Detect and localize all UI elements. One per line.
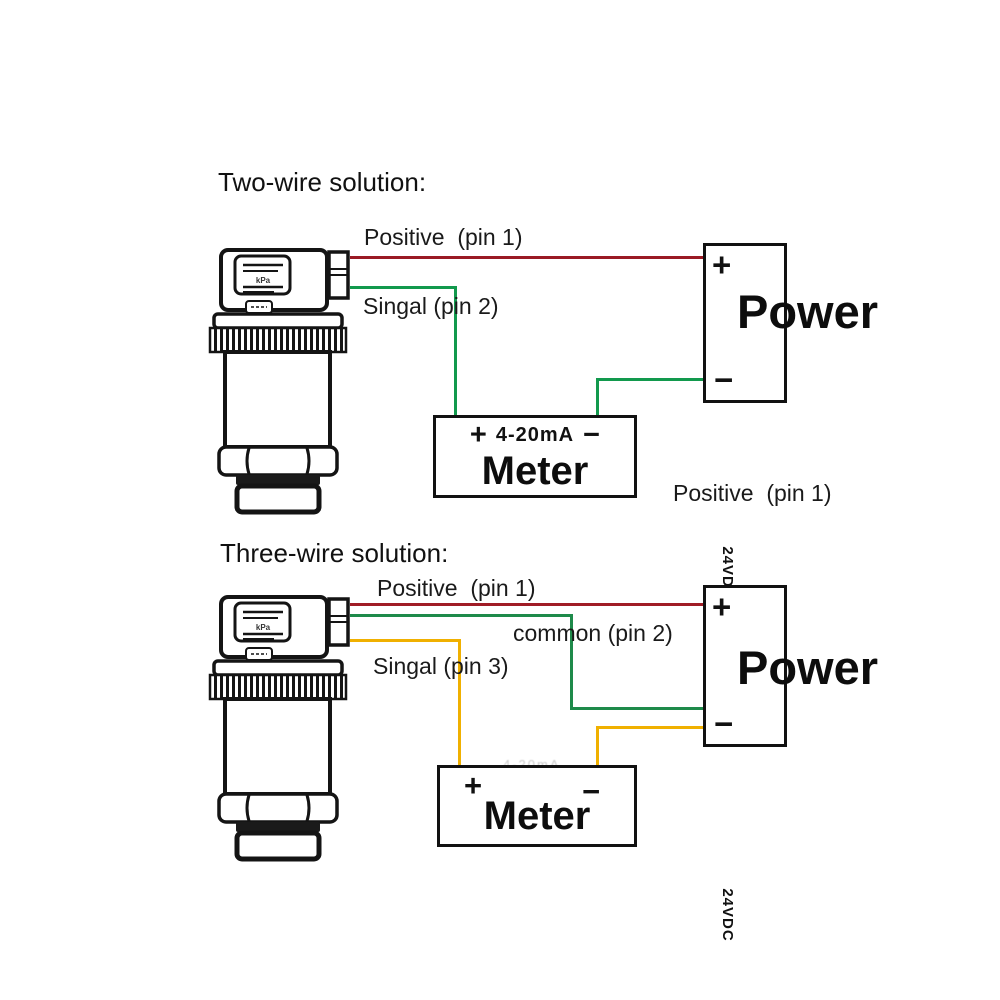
wire-common-v [570, 614, 573, 710]
two-wire-title: Two-wire solution: [218, 167, 427, 197]
wire-positive-three-wire [350, 603, 703, 606]
power-plus-terminal: + [712, 246, 732, 283]
meter-range-label: 4-20mA [495, 424, 575, 447]
label-stray-positive-pin1: Positive (pin 1) [673, 480, 832, 506]
power-name: Power [737, 285, 879, 338]
meter-plus-terminal: + [469, 419, 487, 451]
meter2-name: Meter [483, 794, 591, 838]
label-positive-pin1: Positive (pin 1) [364, 224, 523, 250]
meter-terminal-row: + 4-20mA − [436, 419, 634, 451]
power-minus-terminal-2: − [714, 705, 734, 742]
wire-positive-two-wire [350, 256, 703, 259]
label-signal-pin2: Singal (pin 2) [363, 293, 499, 319]
wire-signal3-h [350, 639, 461, 642]
meter-name: Meter [481, 449, 589, 493]
power-name-2: Power [737, 641, 879, 694]
meter-box-two-wire: + 4-20mA − Meter [433, 415, 637, 498]
wire-meter-to-power-h [596, 378, 703, 381]
meter2-plus-terminal: + [464, 768, 483, 803]
meter-minus-terminal: − [583, 419, 601, 451]
label-signal-pin3: Singal (pin 3) [373, 653, 509, 679]
wire-common-h1 [350, 614, 573, 617]
wire-meter-to-power2-v [596, 726, 599, 768]
pressure-transmitter-three-wire [208, 593, 358, 863]
label-positive-pin1-2: Positive (pin 1) [377, 575, 536, 601]
wire-signal3-v [458, 639, 461, 768]
power-supply-box-three-wire: + 24VDC − [703, 585, 787, 942]
wire-common-h2 [570, 707, 703, 710]
meter-box-three-wire: + − Meter [437, 765, 637, 847]
wire-meter-to-power-v [596, 378, 599, 418]
power-plus-terminal-2: + [712, 588, 732, 625]
meter2-minus-terminal: − [582, 774, 601, 809]
label-common-pin2: common (pin 2) [513, 620, 673, 646]
power-voltage-label-2: 24VDC [719, 888, 736, 942]
wire-meter-to-power2-h [596, 726, 703, 729]
wire-signal-two-wire-h [350, 286, 457, 289]
three-wire-title: Three-wire solution: [220, 538, 449, 568]
power-supply-box-two-wire: + 24VDC − [703, 243, 787, 600]
power-minus-terminal: − [714, 361, 734, 398]
wire-signal-two-wire-v [454, 286, 457, 418]
pressure-transmitter-two-wire [208, 246, 358, 516]
